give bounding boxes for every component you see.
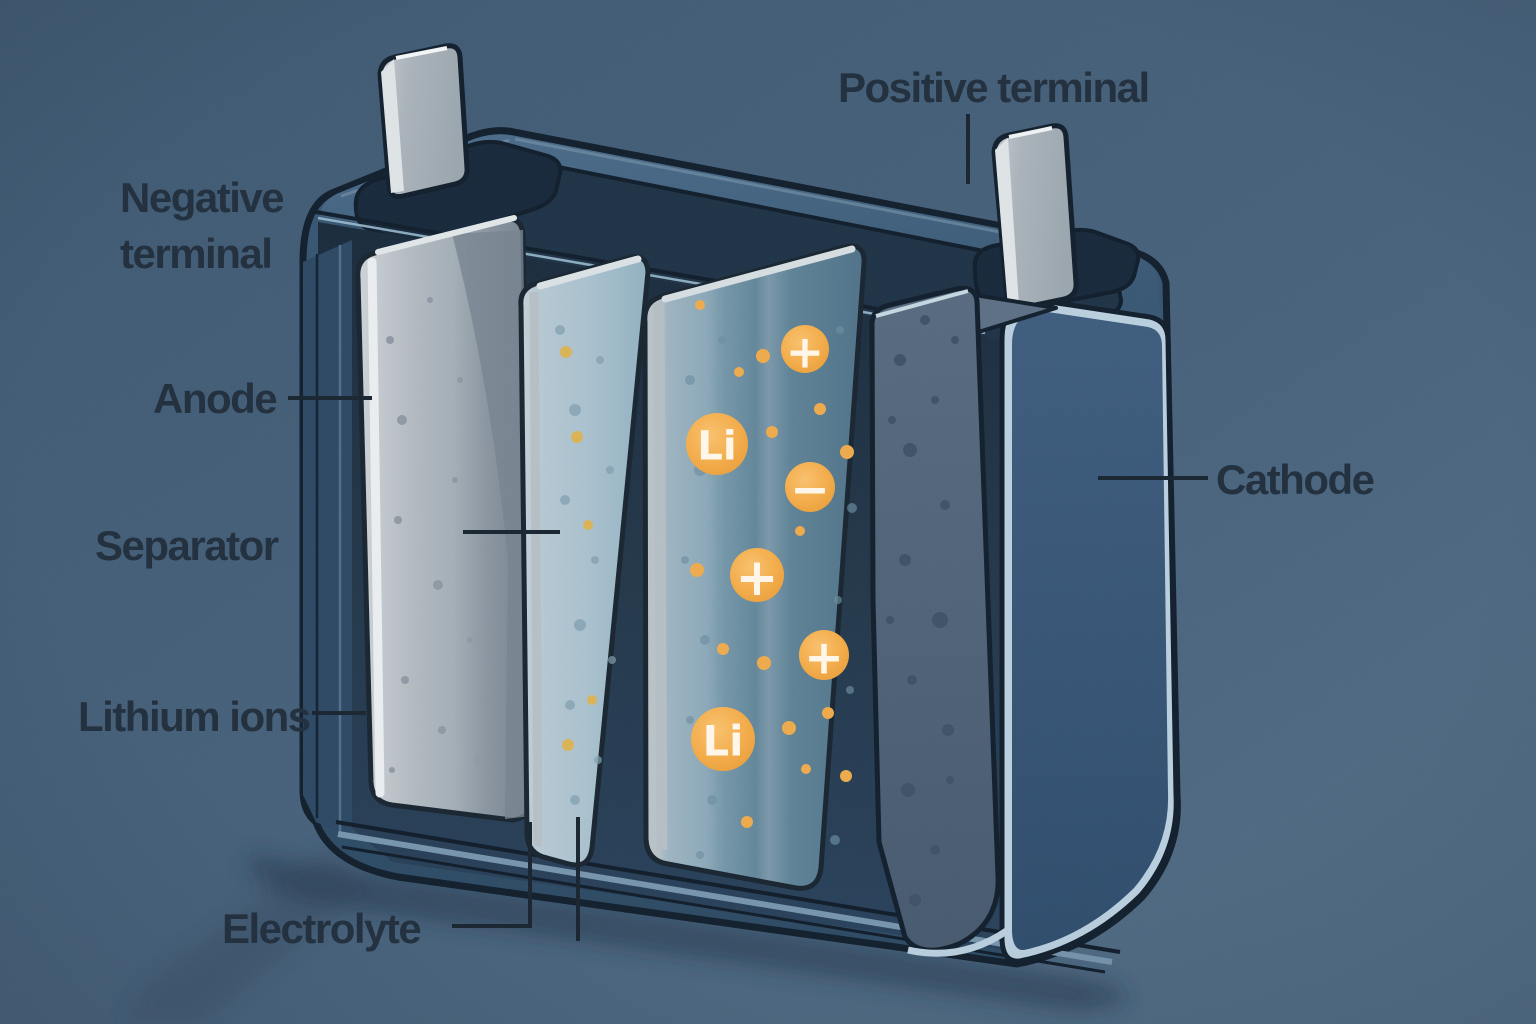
- lithium-battery-cutaway-diagram: +Li−++Li Negative terminal Positive term…: [0, 0, 1536, 1024]
- battery-diagram-stage: +Li−++Li Negative terminal Positive term…: [0, 0, 1536, 1024]
- vignette: [0, 0, 1536, 1024]
